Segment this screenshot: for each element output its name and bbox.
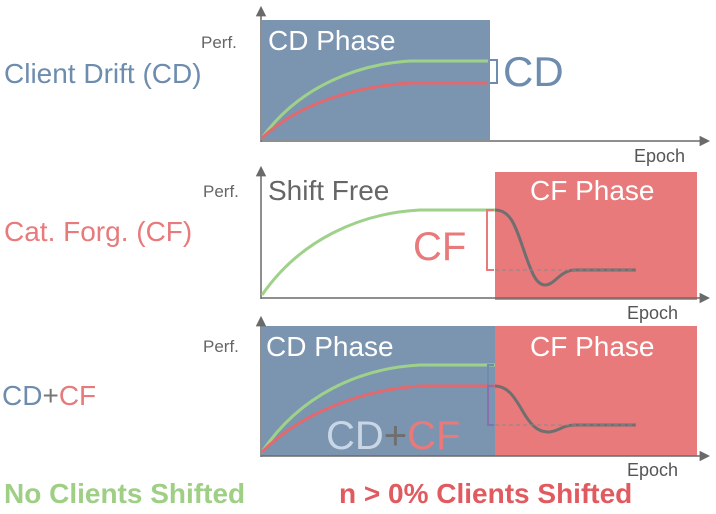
row1-cd-phase-region: [262, 20, 490, 140]
row3-y-axis-label: Perf.: [203, 337, 239, 356]
row1-cd-bracket: [490, 59, 498, 84]
row3-cf-phase-label: CF Phase: [530, 331, 655, 362]
row1-cd-phase-label: CD Phase: [268, 25, 396, 56]
row1-x-axis-label: Epoch: [634, 146, 685, 166]
row2-gray-curve: [494, 208, 636, 287]
row3-inner-plus: +: [384, 414, 407, 458]
footer-clients-shifted: n > 0% Clients Shifted: [339, 478, 633, 509]
row3-label: CD+CF: [2, 380, 96, 412]
row1-y-axis-label: Perf.: [201, 33, 237, 52]
row3-red-curve: [260, 384, 495, 454]
row3-cf-phase-region: [495, 326, 697, 456]
row2-cf-bracket: [486, 209, 494, 271]
row3-gray-curve: [494, 384, 636, 434]
row2-y-axis-label: Perf.: [203, 182, 239, 201]
row3-label-cf: CF: [58, 380, 97, 411]
row2-cf-bracket-label: CF: [413, 225, 466, 269]
row1-red-curve: [260, 81, 488, 140]
footer-no-clients-shifted: No Clients Shifted: [4, 478, 246, 509]
row1-label: Client Drift (CD): [4, 58, 202, 89]
row3-label-plus: +: [42, 380, 59, 411]
row3-inner-cf: CF: [407, 414, 460, 458]
row2-x-axis-label: Epoch: [627, 303, 678, 323]
row3-cd-phase-label: CD Phase: [266, 331, 394, 362]
row2-green-curve: [260, 208, 495, 296]
row1-cd-bracket-label: CD: [503, 48, 564, 95]
row3-x-axis-label: Epoch: [627, 460, 678, 480]
row2-cf-phase-region: [495, 172, 697, 300]
row1-green-curve: [260, 59, 488, 139]
row3-inner-combined-label: CD+CF: [326, 414, 460, 458]
row2-label: Cat. Forg. (CF): [4, 216, 193, 247]
row2-shift-free-label: Shift Free: [268, 175, 389, 206]
row3-label-cd: CD: [2, 380, 43, 411]
row3-inner-cd: CD: [326, 414, 384, 458]
row3-cf-bracket: [487, 385, 494, 426]
row3-green-curve: [260, 363, 495, 453]
row2-cf-phase-label: CF Phase: [530, 175, 655, 206]
